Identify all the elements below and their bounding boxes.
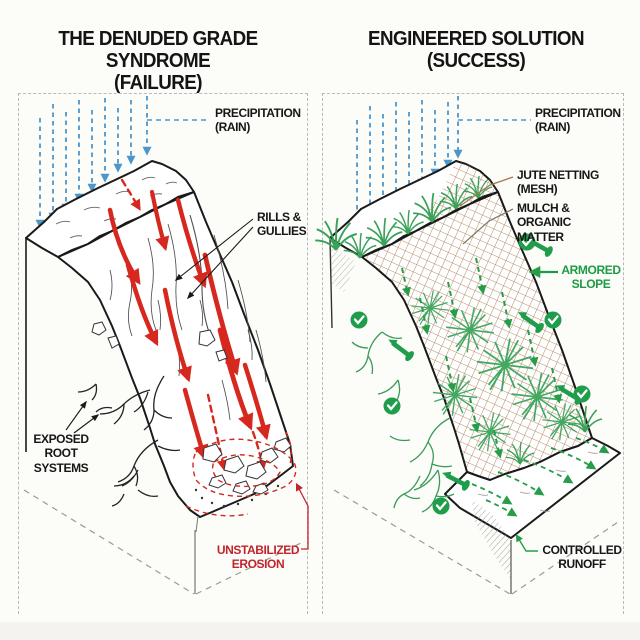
failure-panel-frame: [18, 93, 308, 614]
rocks-debris: [91, 321, 292, 495]
exposed-roots: [77, 375, 181, 507]
roots-pointers: [65, 400, 100, 434]
success-panel-frame: [322, 93, 624, 614]
rain-arrows-left: [35, 96, 152, 229]
check-icon: [431, 496, 451, 516]
erosion-deposit-outline: [185, 431, 297, 517]
armored-slope-label: ARMORED SLOPE: [561, 263, 621, 292]
failure-panel-title: THE DENUDED GRADE SYNDROME (FAILURE): [13, 28, 303, 94]
erosion-pointer: [295, 482, 309, 550]
slope-face-left: [57, 191, 294, 518]
exposed-roots-label: EXPOSED ROOT SYSTEMS: [33, 432, 89, 475]
jute-netting-label: JUTE NETTING (MESH): [517, 168, 599, 197]
mulch-pointer: [462, 208, 514, 245]
uncontrolled-flow-arrows: [107, 178, 271, 472]
jute-pointer: [459, 176, 514, 207]
base-wireframe-left: [23, 489, 306, 595]
success-title-line2: (SUCCESS): [426, 50, 526, 72]
slope-side-edge-right: [329, 237, 333, 329]
success-panel-title: ENGINEERED SOLUTION (SUCCESS): [335, 28, 617, 72]
precipitation-label-left: PRECIPITATION (RAIN): [215, 106, 301, 135]
mulch-label: MULCH & ORGANIC MATTER: [517, 201, 571, 244]
runoff-arrows: [471, 437, 610, 517]
side-hatch-right: [330, 245, 356, 292]
rills-pointers: [174, 218, 254, 300]
rills-gullies-label: RILLS & GULLIES: [257, 210, 307, 239]
failure-slope-drawing: [23, 96, 309, 595]
failure-title-line2: (FAILURE): [114, 72, 202, 94]
check-icon: [349, 310, 369, 330]
anchored-roots: [351, 331, 455, 513]
base-wireframe-right: [333, 489, 622, 595]
failure-title-line1: THE DENUDED GRADE SYNDROME: [58, 28, 258, 72]
unstabilized-erosion-label: UNSTABILIZED EROSION: [216, 543, 300, 572]
page-bottom-shade: [0, 622, 640, 640]
check-icon: [572, 384, 592, 404]
check-icon: [543, 310, 563, 330]
bench-texture: [477, 451, 599, 512]
rain-arrows-right: [352, 96, 463, 231]
controlled-runoff-label: CONTROLLED RUNOFF: [542, 543, 622, 572]
controlled-flow-arrows: [401, 257, 563, 459]
precipitation-label-right: PRECIPITATION (RAIN): [535, 106, 621, 135]
success-slope-drawing: [314, 96, 622, 595]
bench-front-hatch: [472, 500, 511, 580]
runoff-pointer: [515, 534, 538, 552]
check-icon: [382, 396, 402, 416]
success-title-line1: ENGINEERED SOLUTION: [368, 28, 585, 50]
